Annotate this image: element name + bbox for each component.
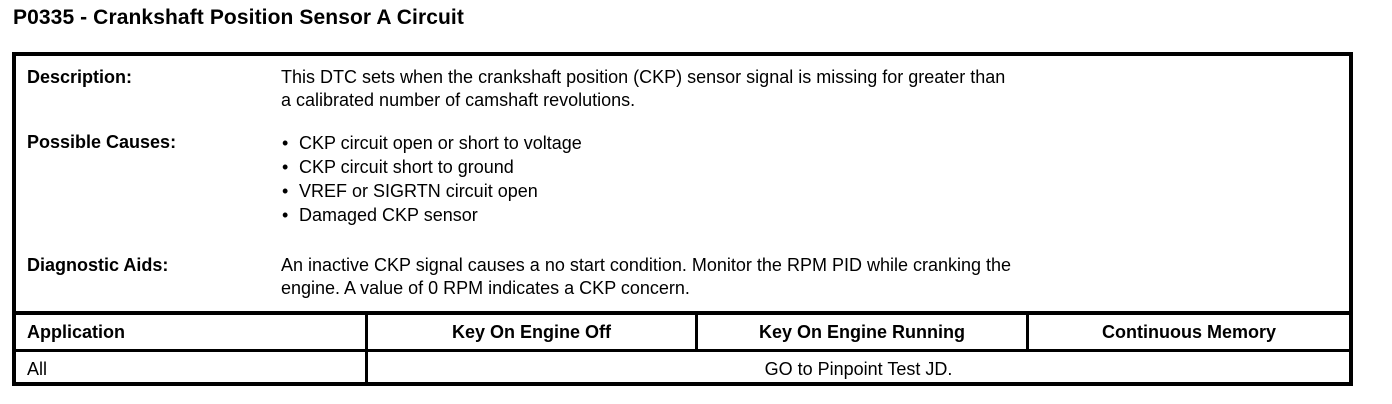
column-header-key-on-engine-running: Key On Engine Running xyxy=(695,315,1026,349)
bullet-icon: • xyxy=(282,133,289,153)
list-item: • VREF or SIGRTN circuit open xyxy=(281,179,1339,203)
cell-application: All xyxy=(27,359,48,379)
possible-causes-content: • CKP circuit open or short to voltage •… xyxy=(281,131,1349,227)
info-row-possible-causes: Possible Causes: • CKP circuit open or s… xyxy=(16,131,1349,227)
application-table: Application Key On Engine Off Key On Eng… xyxy=(16,315,1349,386)
info-row-description: Description: This DTC sets when the cran… xyxy=(16,66,1349,112)
column-header-continuous-memory: Continuous Memory xyxy=(1026,315,1349,349)
list-item: • Damaged CKP sensor xyxy=(281,203,1339,227)
list-item-label: VREF or SIGRTN circuit open xyxy=(299,181,538,201)
list-item-label: CKP circuit open or short to voltage xyxy=(299,133,582,153)
list-item: • CKP circuit short to ground xyxy=(281,155,1339,179)
bullet-icon: • xyxy=(282,181,289,201)
description-line-2: a calibrated number of camshaft revoluti… xyxy=(281,90,636,110)
info-row-diagnostic-aids: Diagnostic Aids: An inactive CKP signal … xyxy=(16,254,1349,300)
description-label: Description: xyxy=(27,67,133,87)
bullet-icon: • xyxy=(282,205,289,225)
column-header-application: Application xyxy=(27,322,125,342)
description-line-1: This DTC sets when the crankshaft positi… xyxy=(281,67,1006,87)
cell-test-result: GO to Pinpoint Test JD. xyxy=(365,352,1349,386)
bullet-icon: • xyxy=(282,157,289,177)
dtc-detail-box: Description: This DTC sets when the cran… xyxy=(12,52,1353,386)
table-row: All GO to Pinpoint Test JD. xyxy=(16,352,1349,386)
diagnostic-aids-content: An inactive CKP signal causes a no start… xyxy=(281,254,1349,300)
diagnostic-aids-line-1: An inactive CKP signal causes a no start… xyxy=(281,255,1012,275)
dtc-info-section: Description: This DTC sets when the cran… xyxy=(16,56,1349,315)
list-item-label: Damaged CKP sensor xyxy=(299,205,478,225)
diagnostic-aids-label: Diagnostic Aids: xyxy=(27,255,169,275)
column-header-key-on-engine-off: Key On Engine Off xyxy=(365,315,695,349)
possible-causes-label: Possible Causes: xyxy=(27,132,177,152)
list-item: • CKP circuit open or short to voltage xyxy=(281,131,1339,155)
table-header-row: Application Key On Engine Off Key On Eng… xyxy=(16,315,1349,352)
diagnostic-aids-line-2: engine. A value of 0 RPM indicates a CKP… xyxy=(281,278,690,298)
list-item-label: CKP circuit short to ground xyxy=(299,157,514,177)
possible-causes-list: • CKP circuit open or short to voltage •… xyxy=(281,131,1339,227)
page-title: P0335 - Crankshaft Position Sensor A Cir… xyxy=(13,6,464,29)
description-content: This DTC sets when the crankshaft positi… xyxy=(281,66,1349,112)
